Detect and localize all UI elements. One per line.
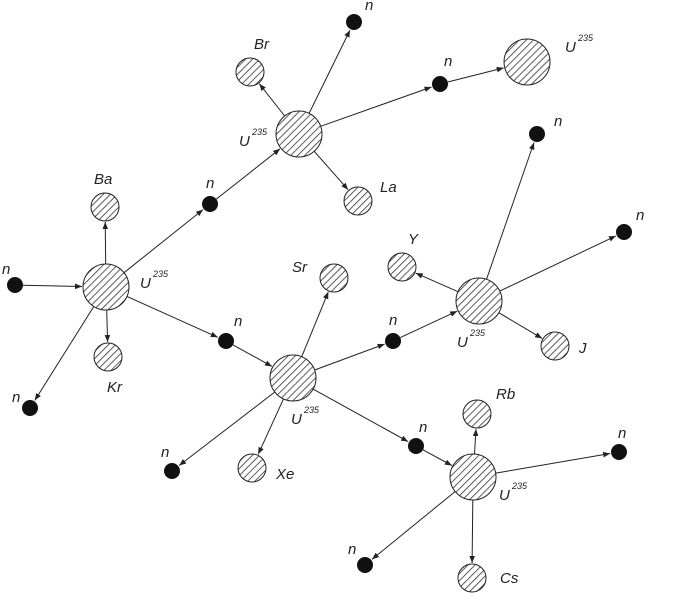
uranium-symbol: U [565,39,576,56]
uranium-nucleus: U 235 [239,110,323,158]
reaction-arrow [215,148,281,200]
uranium-mass-number: 235 [511,481,528,491]
neutron-label: n [419,419,427,436]
neutron-label: n [12,389,20,406]
fragment-la: La [343,179,397,216]
neutron-label: n [618,425,626,442]
fragment-j-label: J [578,340,587,357]
uranium-nucleus: U 235 [269,354,320,428]
fragment-ba: Ba [90,171,120,222]
fragment-ba-label: Ba [94,171,112,188]
reaction-arrow [126,295,219,338]
reaction-arrow [301,291,329,357]
fragment-y-label: Y [408,231,419,248]
fragment-j: J [540,331,587,361]
neutron: n [616,207,644,240]
reaction-arrow [123,209,204,274]
fragment-kr: Kr [93,342,123,396]
fragment-cs: Cs [457,563,519,593]
uranium-mass-number: 235 [303,405,320,415]
fragment-br: Br [235,36,270,87]
reaction-arrow [495,451,611,474]
fragment-cs-label: Cs [500,570,519,587]
neutron: n [218,313,242,349]
reaction-arrow [422,449,453,466]
neutron: n [2,261,23,293]
neutron: n [385,312,401,349]
uranium-nucleus: U 235 [455,277,503,351]
fragment-xe: Xe [237,453,294,483]
neutron: n [611,425,627,460]
reaction-arrow [34,306,95,401]
fragment-rb-label: Rb [496,386,515,403]
neutron-label: n [554,113,562,130]
reaction-arrow [102,221,109,265]
neutron-label: n [444,53,452,70]
reaction-arrows [22,29,617,564]
reaction-arrow [499,235,617,292]
uranium-nucleus: U 235 [449,453,528,504]
neutron-label: n [348,541,356,558]
neutron-label: n [206,175,214,192]
uranium-nucleus: U 235 [82,263,169,311]
reaction-arrow [257,398,284,455]
fragment-y: Y [387,231,419,282]
neutron: n [346,0,373,30]
reaction-arrow [472,428,479,455]
fragment-xe-label: Xe [275,466,294,483]
particles: U 235 U 235 U 235 U 235 U 235 U 235 [2,0,644,593]
uranium-mass-number: 235 [152,269,169,279]
neutron-label: n [389,312,397,329]
fragment-la-label: La [380,179,397,196]
fragment-sr: Sr [292,259,349,293]
uranium-symbol: U [499,487,510,504]
reaction-arrow [22,283,83,290]
neutron-label: n [161,444,169,461]
svg-text:U: U [140,275,151,292]
reaction-arrow [371,491,456,560]
neutron-label: n [2,261,10,278]
reaction-arrow [258,83,286,117]
neutron: n [12,389,38,416]
reaction-arrow [400,310,458,339]
reaction-arrow [447,66,504,83]
reaction-arrow [320,86,432,127]
neutron-label: n [234,313,242,330]
fragment-sr-label: Sr [292,259,308,276]
reaction-arrow [415,272,459,293]
uranium-symbol: U [140,275,151,292]
neutron: n [348,541,373,573]
fragment-kr-label: Kr [107,379,123,396]
neutron: n [408,419,427,454]
reaction-arrow [314,343,385,371]
reaction-arrow [308,29,351,114]
neutron-label: n [365,0,373,14]
uranium-symbol: U [457,334,468,351]
reaction-arrow [312,388,409,443]
reaction-arrow [313,150,349,191]
reaction-arrow [232,344,273,367]
neutron: n [161,444,180,479]
uranium-mass-number: 235 [469,328,486,338]
fragment-rb: Rb [462,386,515,429]
uranium-nucleus: U 235 [503,33,594,86]
reaction-arrow [104,309,111,343]
neutron-label: n [636,207,644,224]
fragment-br-label: Br [254,36,270,53]
reaction-arrow [178,391,276,466]
reaction-arrow [498,312,543,339]
uranium-mass-number: 235 [577,33,594,43]
uranium-symbol: U [291,411,302,428]
reaction-arrow [486,142,535,280]
reaction-arrow [469,499,475,564]
uranium-mass-number: 235 [251,127,268,137]
neutron: n [529,113,562,142]
neutron: n [202,175,218,212]
neutron: n [432,53,452,92]
uranium-symbol: U [239,133,250,150]
